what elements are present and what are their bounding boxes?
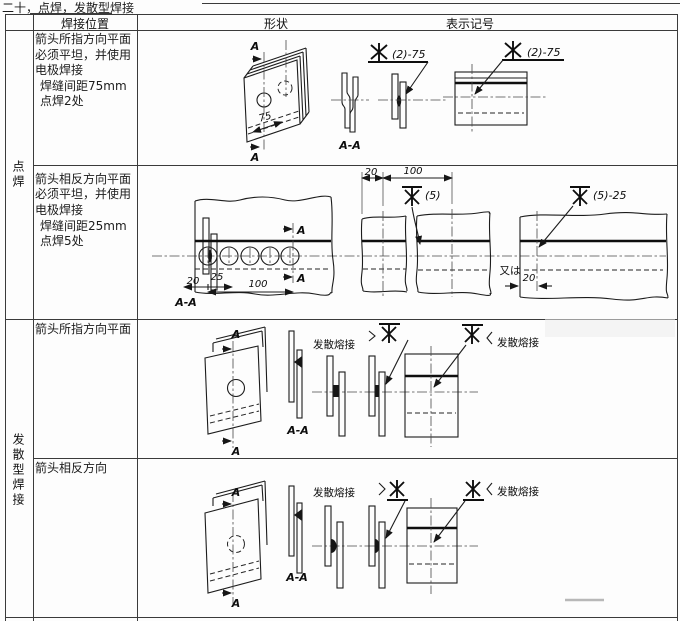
r3-line1: 箭头所指方向平面 <box>35 322 132 336</box>
section-label: A-A <box>338 139 361 152</box>
dim-100: 100 <box>403 166 422 177</box>
r1-line5: 点焊2处 <box>40 94 84 108</box>
table-border-top <box>5 14 678 15</box>
r2-line5: 点焊5处 <box>40 234 84 248</box>
dim-20: 20 <box>187 276 200 287</box>
r4-line1: 箭头相反方向 <box>35 461 108 475</box>
r1-line1: 箭头所指方向平面 <box>35 32 132 46</box>
spot-weld-symbol <box>504 41 522 59</box>
col-divider-position <box>137 14 138 621</box>
iso-view-divergent-other-side: A A <box>204 480 268 610</box>
dim-20: 20 <box>365 167 378 178</box>
spot-weld-symbol <box>404 188 420 206</box>
section-arrow-label: A <box>296 224 306 237</box>
spot-weld-symbol <box>464 326 480 344</box>
weld-callout: (2)-75 <box>527 46 561 59</box>
divergent-symbol-arrow-side-2: 发散熔接 <box>433 324 539 388</box>
side-view-divergent-pair-1: 发散熔接 <box>313 338 355 437</box>
divergent-symbol-arrow-side-1 <box>368 323 409 385</box>
r1-line4: 焊缝间距75mm <box>40 79 127 93</box>
section-view-aa-spot-25: A-A <box>174 217 218 309</box>
weld-symbol-tail <box>378 482 386 496</box>
category-divergent-weld: 发散型焊接 <box>11 433 25 508</box>
row-divider-4-5 <box>5 617 678 618</box>
section-view-aa-spot-75: A-A <box>331 72 369 152</box>
table-border-right <box>677 14 678 621</box>
row-divider-1-2 <box>33 165 678 166</box>
watermark-area <box>545 319 675 337</box>
r2-line4: 焊缝间距25mm <box>40 219 127 233</box>
divergent-symbol-other-side-2: 发散熔接 <box>433 480 539 543</box>
header-symbol: 表示记号 <box>445 17 494 31</box>
dim-100: 100 <box>248 279 267 290</box>
side-view-divergent2-pair-2 <box>368 505 386 589</box>
header-position: 焊接位置 <box>60 17 109 31</box>
front-view-5-spot-welds: A A 20 25 100 <box>183 195 335 296</box>
title-underline <box>30 13 112 14</box>
spot-weld-symbol <box>370 43 388 61</box>
spot-weld-symbol <box>465 480 481 498</box>
weld-callout: (5)-25 <box>593 189 627 202</box>
broken-view-spot-25-symbol: 20 100 (5) <box>360 166 492 297</box>
section-arrow-label: A <box>296 272 306 285</box>
dim-25: 25 <box>211 272 224 283</box>
plan-view-spot-75-symbol: (2)-75 <box>443 41 564 133</box>
r2-line1: 箭头相反方向平面 <box>35 172 132 186</box>
section-arrow-label: A <box>231 486 241 499</box>
page-title: 二十，点焊，发散型焊接 <box>2 1 135 15</box>
section-arrow-label: A <box>250 40 260 53</box>
or-label: 又は <box>500 265 521 277</box>
divergent-weld-label: 发散熔接 <box>313 486 355 499</box>
weld-symbol-tail <box>486 482 493 496</box>
table-header-bottom <box>5 30 678 31</box>
side-view-divergent-pair-2 <box>368 355 386 437</box>
category-spot-weld: 点焊 <box>11 160 25 190</box>
r2-line2: 必须平坦，并使用 <box>35 187 132 201</box>
col-divider-category <box>33 14 34 621</box>
side-view-spot-75-symbol: (2)-75 <box>368 43 447 129</box>
divergent-weld-label: 发散熔接 <box>497 485 539 498</box>
dim-75: 75 <box>258 111 273 125</box>
plan-view-divergent-arrow-side <box>404 346 459 447</box>
section-label: A-A <box>174 296 197 309</box>
spot-weld-symbol <box>389 480 405 498</box>
plan-view-divergent-other-side <box>406 498 458 594</box>
divergent-weld-label: 发散熔接 <box>497 336 539 349</box>
section-view-aa-divergent-other-side: A-A <box>285 485 308 584</box>
section-arrow-label: A <box>250 151 260 164</box>
divergent-weld-label: 发散熔接 <box>313 338 355 351</box>
iso-view-divergent-arrow-side: A A <box>204 326 268 458</box>
section-view-aa-divergent-arrow-side: A-A <box>286 330 309 437</box>
spot-weld-symbol <box>572 188 588 206</box>
r1-line2: 必须平坦，并使用 <box>35 48 132 62</box>
iso-view-spot-75: A A 75 <box>243 40 310 164</box>
dim-20: 20 <box>523 273 536 284</box>
weld-callout: (2)-75 <box>392 48 426 61</box>
section-label: A-A <box>285 571 308 584</box>
spot-weld-symbol <box>381 325 397 343</box>
r2-line3: 电极焊接 <box>35 203 84 217</box>
section-label: A-A <box>286 424 309 437</box>
section-arrow-label: A <box>231 597 241 610</box>
row-divider-3-4 <box>33 458 678 459</box>
alt-view-spot-25-symbol: 又は 20 (5)-25 <box>500 186 669 301</box>
weld-symbol-tail <box>368 330 376 342</box>
weld-symbol-tail <box>486 331 493 345</box>
side-view-divergent2-pair-1: 发散熔接 <box>313 486 355 589</box>
section-arrow-label: A <box>231 445 241 458</box>
r1-line3: 电极焊接 <box>35 63 84 77</box>
table-border-left <box>5 14 6 621</box>
divergent-symbol-other-side-1 <box>378 480 408 539</box>
weld-callout: (5) <box>425 189 441 202</box>
section-arrow-label: A <box>231 328 241 341</box>
header-shape: 形状 <box>263 17 288 31</box>
top-partial-rule <box>202 3 680 4</box>
row-divider-2-3 <box>5 319 678 320</box>
